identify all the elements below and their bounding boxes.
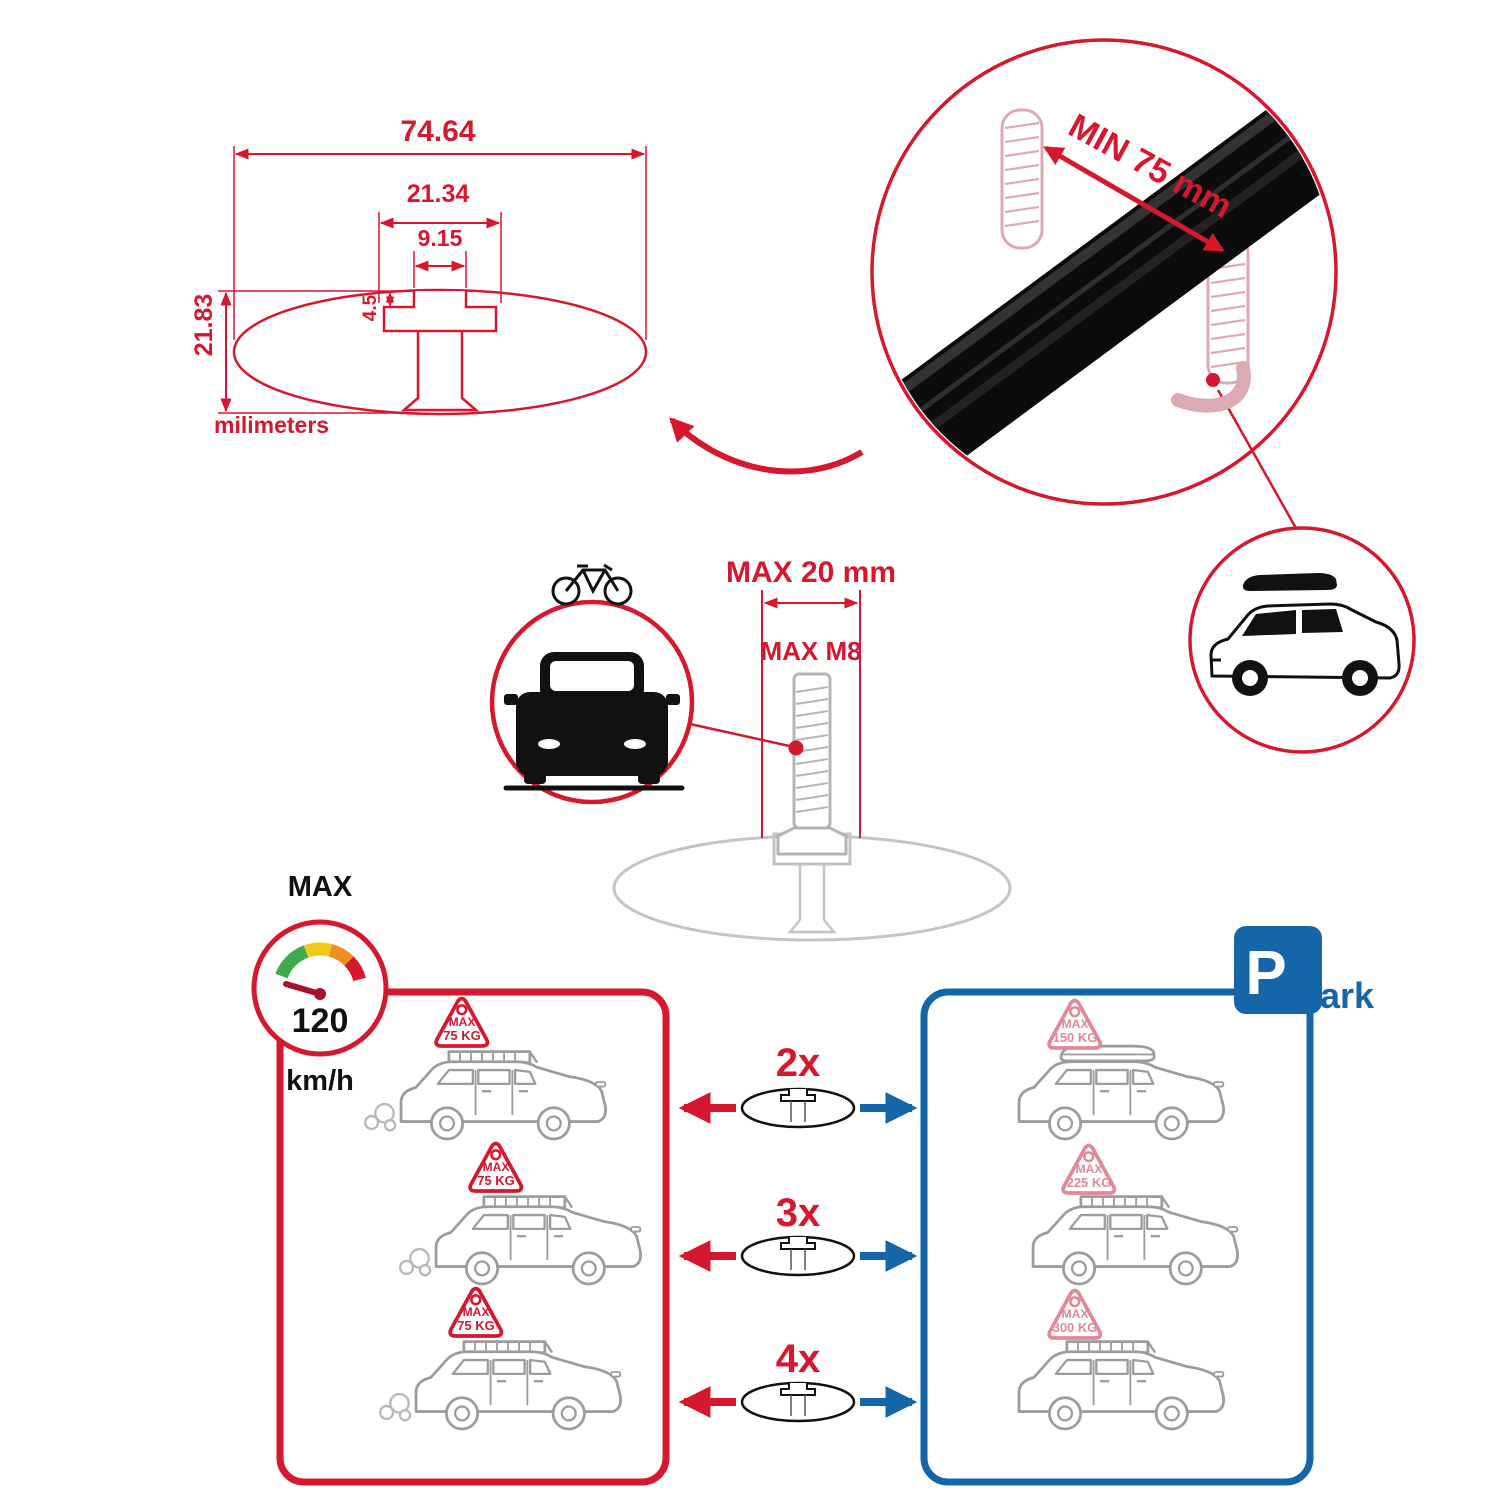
gauge-segment-yellow	[303, 942, 333, 958]
parked-car-row-1: MAX 150 KG	[1017, 998, 1225, 1141]
suv-window-front	[1242, 610, 1296, 636]
crossbar-oval-icon	[740, 1381, 856, 1423]
gauge-segment-orange	[328, 944, 354, 966]
mirror-right	[666, 694, 680, 705]
suv-roofbox-circle	[1188, 526, 1416, 754]
driving-car-row-2: MAX 75 KG	[399, 1141, 642, 1286]
fixation-dot	[1206, 373, 1220, 387]
units-label: milimeters	[214, 412, 329, 438]
suv-wheel-front-hub	[1242, 670, 1258, 686]
bar-count-label: 3x	[776, 1191, 821, 1235]
profile-stem	[400, 331, 480, 412]
tag-max-label: MAX	[1062, 1307, 1089, 1321]
dim-height-label: 21.83	[190, 294, 218, 357]
parked-car-row-3: MAX 300 KG	[1017, 1288, 1225, 1431]
suv-wheel-rear-hub	[1352, 670, 1368, 686]
bolt-illustration	[776, 672, 848, 856]
speed-value: 120	[292, 1002, 349, 1040]
dim-lip-depth-label: 4.5	[360, 294, 381, 321]
min-span-arrow	[1043, 145, 1225, 253]
dim-channel-width-label: 21.34	[407, 180, 470, 208]
mirror-left	[504, 694, 518, 705]
tag-value: 150 KG	[1053, 1030, 1098, 1045]
parked-car-row-2: MAX 225 KG	[1031, 1143, 1239, 1286]
dim-slot-width: 9.15	[413, 225, 467, 288]
tag-max-label: MAX	[463, 1305, 490, 1319]
u-bolt-rod-top	[1000, 108, 1044, 250]
park-sign-letter: P	[1245, 939, 1286, 1008]
dim-height: 21.83	[190, 290, 420, 414]
tag-max-label: MAX	[1076, 1162, 1103, 1176]
bolt-dot	[788, 740, 804, 756]
bar-count-row-3: 4x	[678, 1337, 918, 1423]
bar-count-row-1: 2x	[678, 1041, 918, 1129]
profile-t-slot	[382, 291, 498, 333]
bar-count-label: 4x	[776, 1337, 821, 1381]
tag-value: 300 KG	[1053, 1320, 1098, 1335]
bolt-max-width-label: MAX 20 mm	[726, 556, 896, 589]
driving-car-row-3: MAX 75 KG	[379, 1286, 622, 1431]
speed-max-label: MAX	[288, 871, 353, 903]
crossbar-oval-icon	[740, 1235, 856, 1277]
dim-total-width-label: 74.64	[400, 115, 475, 148]
wheel-left	[524, 772, 546, 784]
gauge-segment-red	[344, 956, 366, 982]
u-bolt-hook	[1171, 361, 1251, 413]
speed-limit-gauge: MAX 120 km/h	[251, 871, 389, 1097]
zoom-out-arrow	[669, 417, 864, 475]
park-sign-suffix: ark	[1320, 975, 1375, 1016]
pointer-line	[689, 722, 795, 749]
suv-window-rear	[1302, 609, 1343, 633]
gauge-needle-hub	[314, 988, 326, 1000]
bolt-diagram: MAX 20 mm MAX M8	[612, 556, 1012, 942]
headlight-right	[624, 739, 646, 749]
connector-line	[1216, 389, 1299, 531]
dim-lip-depth: 4.5	[360, 291, 395, 321]
bar-count-row-2: 3x	[678, 1191, 918, 1277]
tag-max-label: MAX	[483, 1160, 510, 1174]
headlight-left	[538, 739, 560, 749]
crossbar-zoom-circle: MIN 75 mm	[870, 38, 1338, 531]
driving-car-row-1: MAX 75 KG	[364, 996, 607, 1141]
suv-illustration	[1209, 573, 1401, 696]
wheel-right	[638, 772, 660, 784]
gauge-segment-green	[275, 945, 309, 979]
bolt-thread-label: MAX M8	[760, 636, 861, 666]
crossbar-oval-icon	[740, 1087, 856, 1129]
tag-value: 225 KG	[1067, 1175, 1112, 1190]
dim-channel-width: 21.34	[378, 180, 502, 303]
bar-count-label: 2x	[776, 1041, 821, 1085]
dim-bolt-width	[761, 590, 861, 838]
dim-total-width: 74.64	[233, 115, 647, 340]
park-sign: P ark	[1234, 926, 1375, 1016]
tag-max-label: MAX	[449, 1015, 476, 1029]
tag-max-label: MAX	[1062, 1017, 1089, 1031]
roof-box	[1242, 573, 1337, 591]
tag-value: 75 KG	[477, 1173, 515, 1188]
dim-slot-width-label: 9.15	[418, 225, 463, 251]
car-front-circle	[489, 563, 795, 805]
tag-value: 75 KG	[457, 1318, 495, 1333]
windshield	[550, 661, 634, 691]
cross-section-diagram: 74.64 21.34 9.15 4.5 21.83 milimeters	[190, 115, 864, 475]
speed-unit: km/h	[286, 1065, 354, 1097]
bike-icon	[551, 563, 633, 606]
car-front-icon	[503, 652, 685, 791]
tag-value: 75 KG	[443, 1028, 481, 1043]
bolt-head	[776, 826, 848, 856]
